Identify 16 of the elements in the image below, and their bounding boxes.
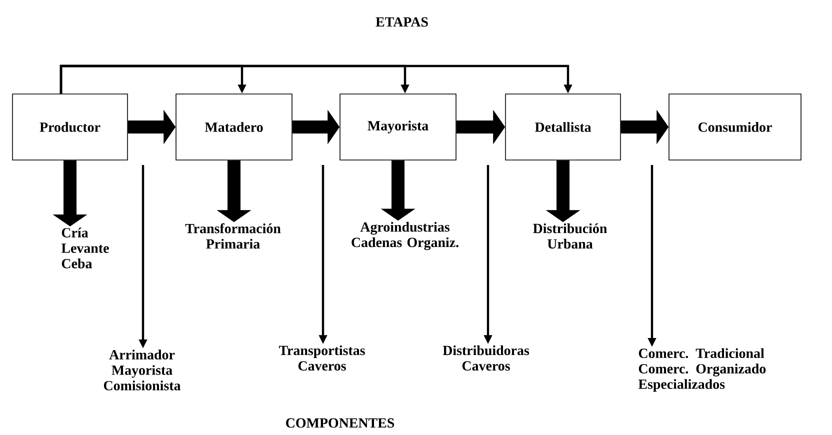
component-label: Distribución Urbana xyxy=(533,223,607,249)
component-label: Transportistas Caveros xyxy=(278,345,365,371)
component-label: Arrimador Mayorista Comisionista xyxy=(104,350,181,390)
stage-box: Productor xyxy=(12,94,128,160)
stage-box: Detallista xyxy=(505,94,621,160)
component-label: Distribuidoras Caveros xyxy=(442,345,530,371)
stage-box: Mayorista xyxy=(340,94,456,160)
component-label: Cría Levante Ceba xyxy=(61,228,109,268)
stage-box: Matadero xyxy=(176,94,292,160)
component-label: Agroindustrias Cadenas Organiz. xyxy=(352,222,458,250)
stage-box: Consumidor xyxy=(668,94,802,160)
arrow xyxy=(60,64,572,94)
heading: ETAPAS xyxy=(376,17,428,27)
component-label: Transformación Primaria xyxy=(185,223,281,249)
caption: COMPONENTES xyxy=(286,418,394,428)
component-label: Comerc. Tradicional Comerc. Organizado Especializados xyxy=(638,348,766,392)
